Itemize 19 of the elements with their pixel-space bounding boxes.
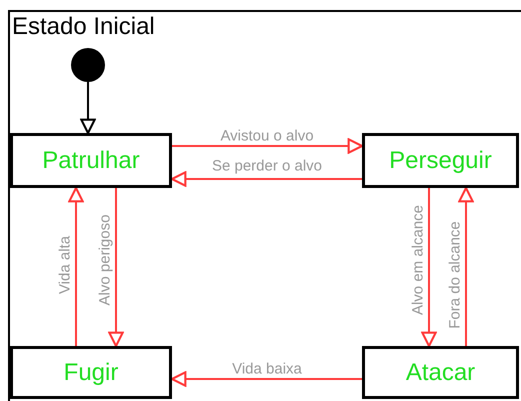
frame-title: Estado Inicial (12, 12, 155, 42)
state-box (362, 346, 519, 399)
state-box (10, 133, 172, 188)
transition-arrow (172, 138, 364, 154)
transition-arrow (170, 171, 362, 187)
transition-arrow (108, 188, 124, 348)
edge-label: Alvo perigoso (96, 214, 114, 306)
transition-arrow (170, 371, 362, 387)
transition-arrow (68, 186, 84, 346)
state-box (362, 133, 519, 188)
transition-arrow (421, 188, 437, 348)
state-name: Perseguir (389, 146, 492, 174)
state-name: Atacar (406, 358, 476, 386)
transition-arrow (458, 186, 474, 346)
transition-arrow (80, 82, 96, 134)
state-name: Fugir (64, 358, 118, 386)
state-box (10, 346, 172, 399)
edge-label: Se perder o alvo (210, 158, 324, 174)
state-name: Patrulhar (42, 146, 140, 174)
